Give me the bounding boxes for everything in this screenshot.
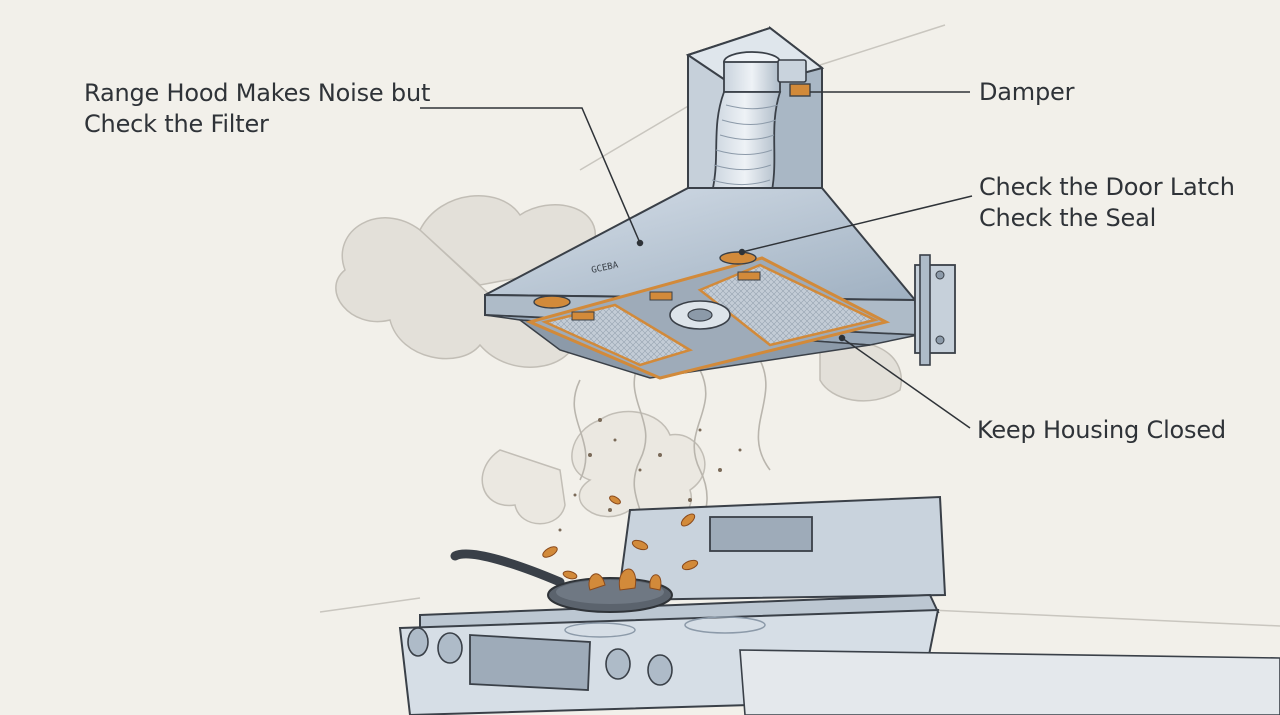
callout-housing-label: Keep Housing Closed	[977, 416, 1226, 444]
callout-filter-line-1: Range Hood Makes Noise but	[84, 79, 431, 107]
hood-filters	[525, 256, 891, 380]
stove	[398, 495, 1280, 715]
callout-housing: Keep Housing Closed	[977, 415, 1226, 446]
cooking-food	[542, 495, 699, 591]
callout-latch-line-1: Check the Door Latch	[979, 173, 1235, 201]
frying-pan	[450, 549, 673, 613]
callout-latch-line-2: Check the Seal	[979, 204, 1157, 232]
callout-filter: Range Hood Makes Noise but Check the Fil…	[84, 78, 430, 140]
hood-lights	[533, 251, 757, 309]
callout-filter-line-2: Check the Filter	[84, 110, 269, 138]
callout-damper: Damper	[979, 77, 1074, 108]
grease-particles	[558, 418, 742, 532]
smoke-cloud	[335, 194, 903, 526]
filter-leader	[420, 107, 641, 244]
damper-flap	[777, 59, 811, 97]
callout-leaders	[420, 91, 973, 429]
duct-pipe	[708, 51, 782, 201]
callout-latch-seal: Check the Door Latch Check the Seal	[979, 172, 1235, 234]
latch-seal-leader	[741, 195, 973, 253]
callout-damper-label: Damper	[979, 78, 1075, 106]
housing-leader	[841, 337, 971, 429]
wall-bracket	[914, 254, 956, 366]
